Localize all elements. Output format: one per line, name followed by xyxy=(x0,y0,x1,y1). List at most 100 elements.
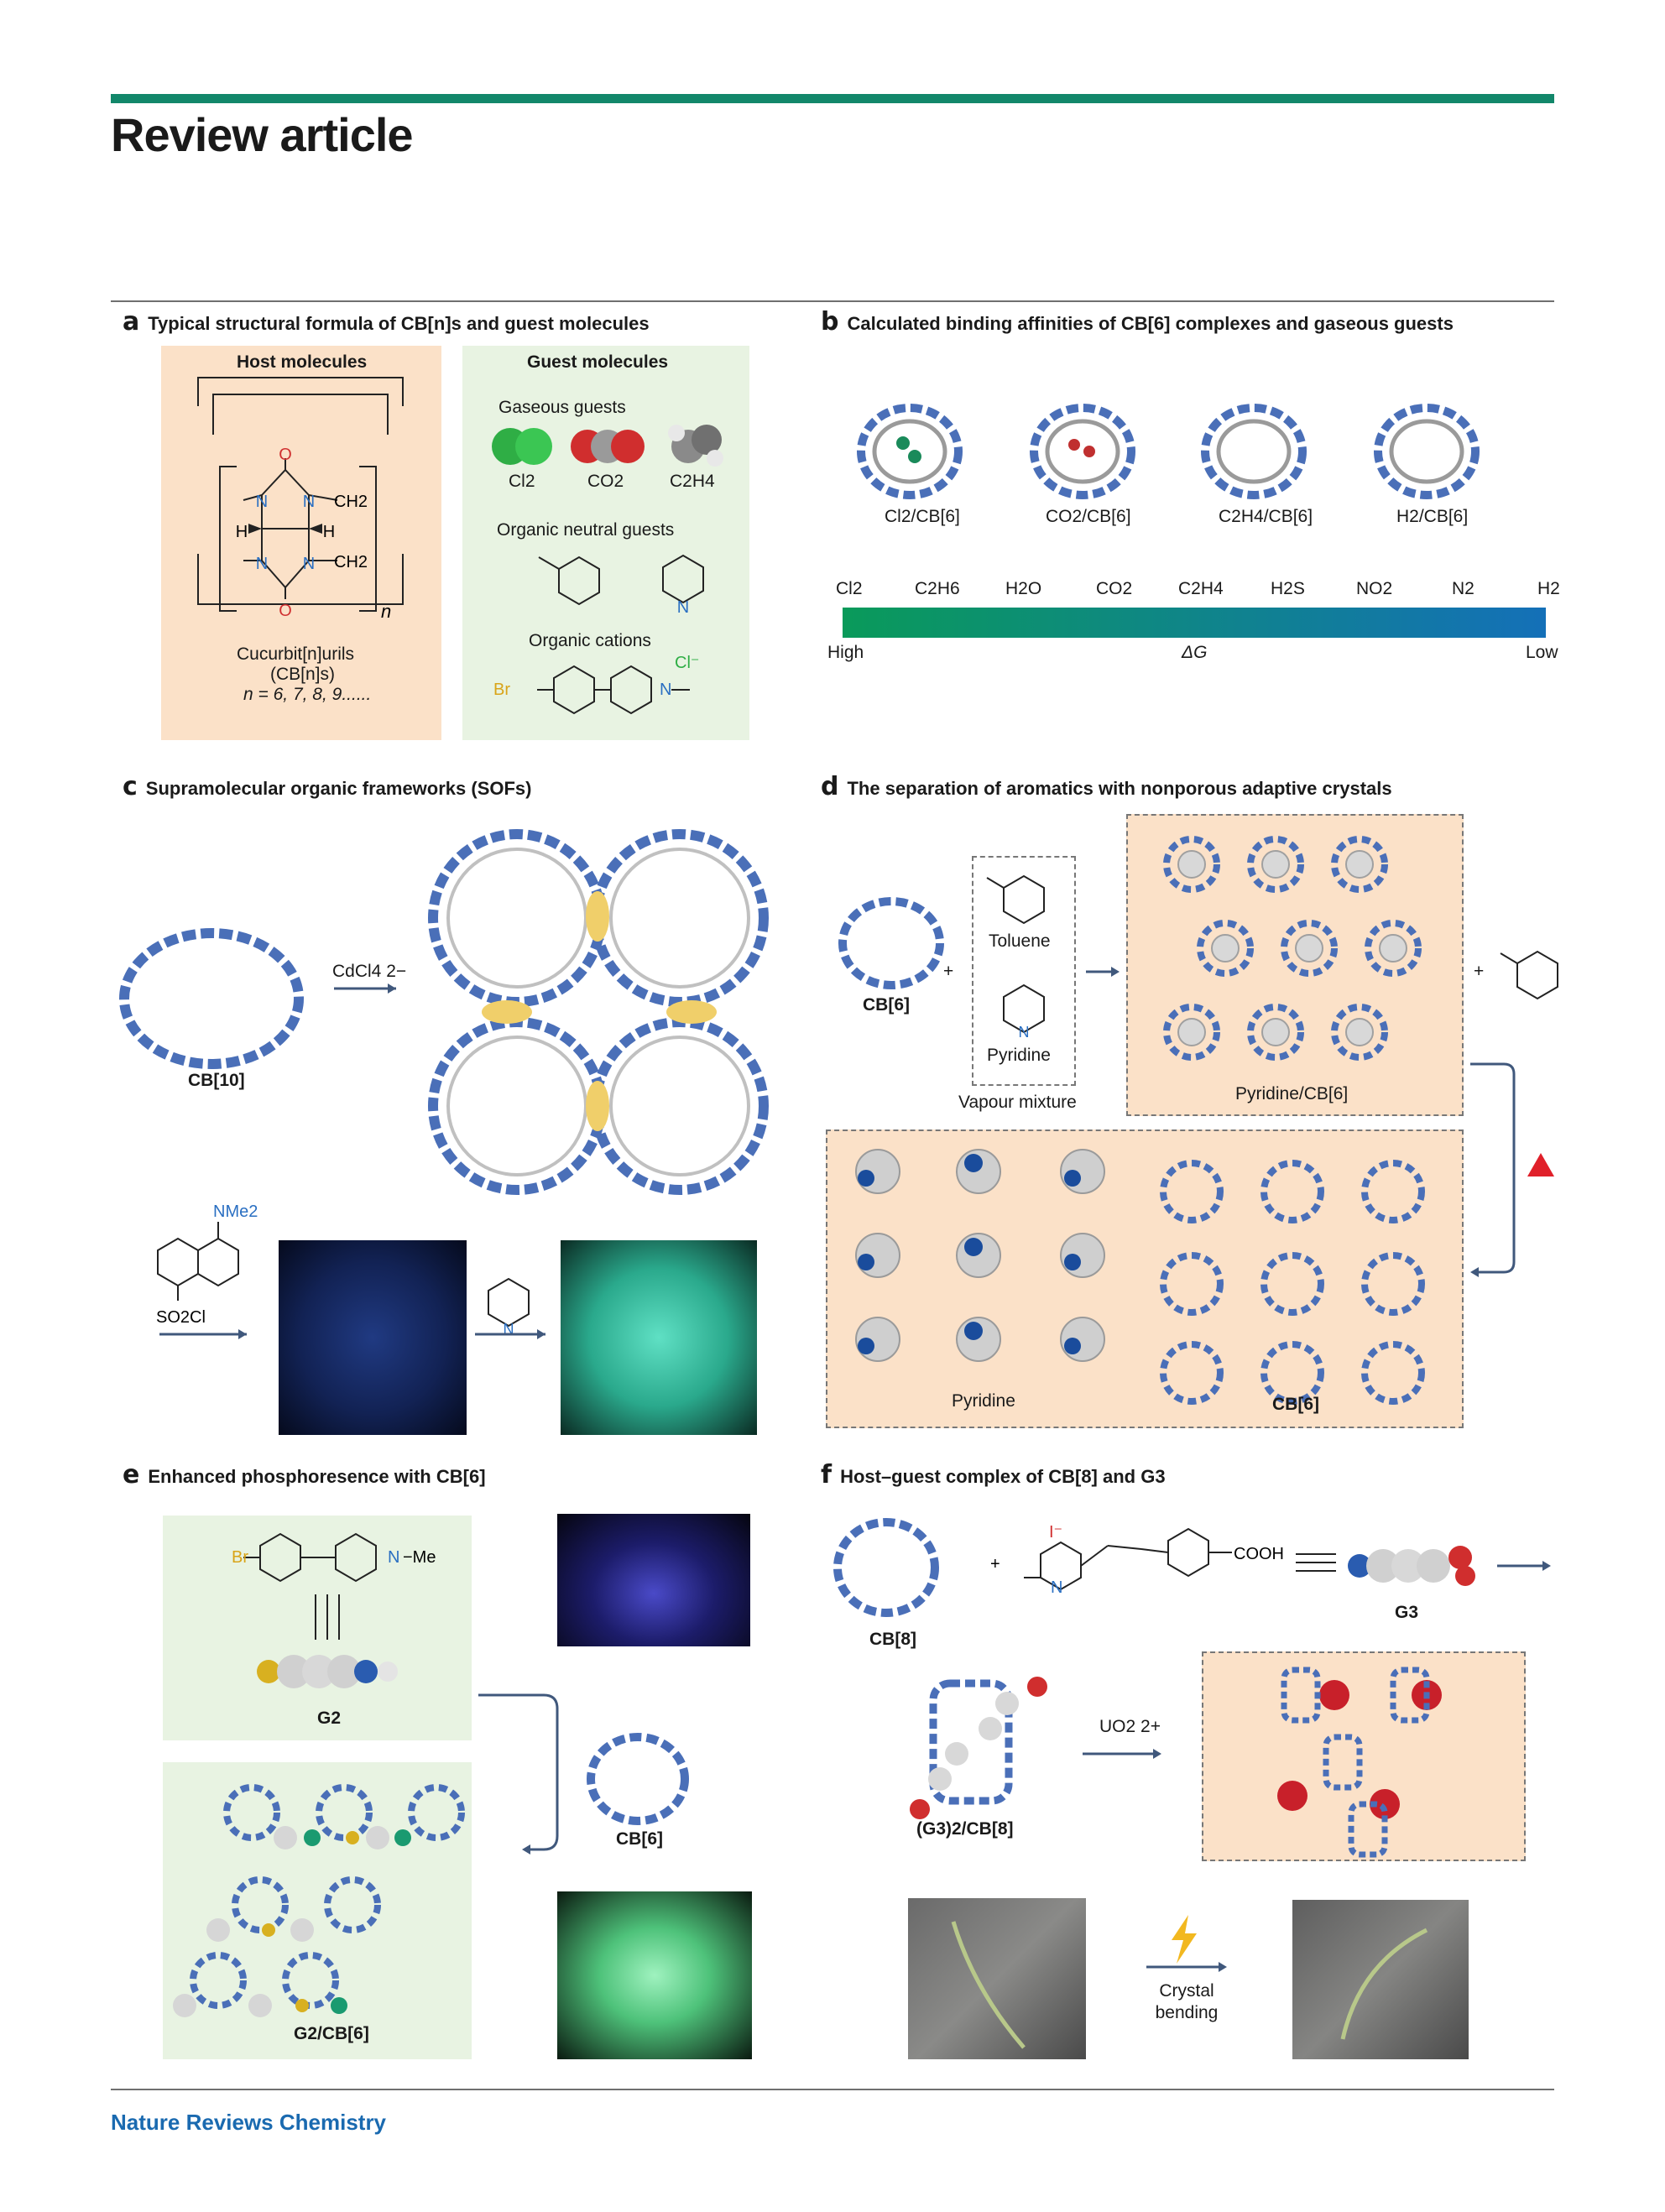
complex-label-cl2: Cl2/CB[6] xyxy=(885,507,960,526)
panel-b-letter: b xyxy=(821,307,839,336)
neutral-heading: Organic neutral guests xyxy=(497,520,675,540)
cdcl4-label: CdCl4 2− xyxy=(332,962,407,981)
cb8-label: CB[8] xyxy=(869,1630,916,1649)
atom-n-3: N xyxy=(256,555,268,573)
crystal-after-photo xyxy=(1292,1900,1469,2059)
g3-label: G3 xyxy=(1395,1603,1419,1622)
bottom-divider xyxy=(111,2089,1554,2090)
methyl-e: −Me xyxy=(403,1548,436,1567)
cb6-bottom-label: CB[6] xyxy=(1272,1395,1319,1414)
pyridinium-n-e: N xyxy=(388,1548,399,1567)
scale-delta-g: ΔG xyxy=(1182,643,1208,662)
host-name-line3: n = 6, 7, 8, 9...... xyxy=(243,685,372,704)
crystal-before-photo xyxy=(908,1898,1086,2059)
panel-c-title: c Supramolecular organic frameworks (SOFs… xyxy=(123,772,532,801)
atom-ch2-1: CH2 xyxy=(334,493,368,511)
dark-blue-powder-photo xyxy=(279,1240,467,1435)
scale-label-9: H2 xyxy=(1537,579,1560,598)
so2cl-label: SO2Cl xyxy=(156,1308,206,1327)
g3-2-cb8-label: (G3)2/CB[8] xyxy=(916,1819,1014,1839)
cooh-label: COOH xyxy=(1234,1545,1284,1563)
top-divider xyxy=(111,300,1554,302)
iodide-label: I⁻ xyxy=(1049,1523,1062,1542)
pyridine-cb6-label: Pyridine/CB[6] xyxy=(1235,1084,1349,1103)
panel-c-letter: c xyxy=(123,772,138,801)
pyridinium-n-atom: N xyxy=(660,681,671,699)
green-luminescent-powder-photo xyxy=(561,1240,757,1435)
complex-label-h2: H2/CB[6] xyxy=(1396,507,1469,526)
atom-h-2: H xyxy=(323,523,335,541)
atom-n-1: N xyxy=(256,493,268,511)
crystal-bending-label: Crystal bending xyxy=(1155,1981,1219,2022)
panel-b-title-text: Calculated binding affinities of CB[6] c… xyxy=(847,313,1454,334)
gas-label-3: C2H4 xyxy=(670,472,715,491)
scale-label-5: C2H4 xyxy=(1178,579,1224,598)
scale-label-2: C2H6 xyxy=(915,579,960,598)
atom-n-2: N xyxy=(303,493,315,511)
host-molecules-box xyxy=(161,346,441,740)
scale-high: High xyxy=(827,643,864,662)
journal-name: Nature Reviews Chemistry xyxy=(111,2110,387,2135)
separated-crystal-box xyxy=(826,1129,1464,1428)
nme2-label: NMe2 xyxy=(213,1203,258,1221)
scale-label-7: NO2 xyxy=(1356,579,1393,598)
blue-phosphor-photo xyxy=(557,1514,750,1646)
plus-d-2: + xyxy=(1474,962,1485,981)
gaseous-heading: Gaseous guests xyxy=(498,398,626,417)
g2-cb6-box xyxy=(163,1762,472,2059)
gas-label-2: CO2 xyxy=(587,472,624,491)
g2-cb6-label: G2/CB[6] xyxy=(294,2024,369,2043)
host-heading: Host molecules xyxy=(237,352,368,372)
vapour-mixture-box xyxy=(972,856,1076,1086)
br-atom-e: Br xyxy=(232,1548,248,1567)
panel-c-title-text: Supramolecular organic frameworks (SOFs) xyxy=(145,778,532,799)
atom-o-top: O xyxy=(279,446,292,464)
atom-o-bottom: O xyxy=(279,602,292,620)
pyridinium-n-f: N xyxy=(1051,1578,1062,1597)
cb6-label-e: CB[6] xyxy=(616,1829,663,1849)
atom-ch2-2: CH2 xyxy=(334,553,368,571)
pyridine-n-d: N xyxy=(1019,1024,1030,1041)
scale-label-6: H2S xyxy=(1271,579,1305,598)
complex-label-c2h4: C2H4/CB[6] xyxy=(1219,507,1313,526)
panel-e-letter: e xyxy=(123,1460,140,1489)
guest-heading: Guest molecules xyxy=(527,352,669,372)
cations-heading: Organic cations xyxy=(529,631,651,650)
uranyl-framework-box xyxy=(1202,1651,1526,1861)
gas-label-1: Cl2 xyxy=(509,472,535,491)
header-accent-bar xyxy=(111,94,1554,103)
plus-f: + xyxy=(990,1555,1000,1573)
chloride-ion: Cl⁻ xyxy=(675,654,699,672)
atom-n-4: N xyxy=(303,555,315,573)
scale-label-8: N2 xyxy=(1452,579,1474,598)
complex-label-co2: CO2/CB[6] xyxy=(1046,507,1131,526)
panel-d-letter: d xyxy=(821,772,839,801)
binding-affinity-gradient-bar xyxy=(843,608,1546,638)
scale-label-1: Cl2 xyxy=(836,579,863,598)
g2-label: G2 xyxy=(317,1709,342,1728)
vapour-mixture-label: Vapour mixture xyxy=(958,1093,1077,1112)
br-atom-a: Br xyxy=(493,681,510,699)
green-phosphor-photo xyxy=(557,1891,752,2059)
host-name-line1: Cucurbit[n]urils xyxy=(237,644,355,664)
pyridine-n-atom: N xyxy=(677,598,689,617)
cb6-label-d: CB[6] xyxy=(863,995,910,1015)
pyridine-bottom-label: Pyridine xyxy=(952,1391,1015,1411)
cb10-label: CB[10] xyxy=(188,1071,245,1090)
panel-a-letter: a xyxy=(123,307,140,336)
atom-h-1: H xyxy=(236,523,248,541)
g2-box xyxy=(163,1516,472,1740)
guest-molecules-box xyxy=(462,346,749,740)
panel-f-letter: f xyxy=(821,1460,832,1489)
atom-n-index: n xyxy=(381,601,391,622)
uo2-label: UO2 2+ xyxy=(1099,1717,1161,1736)
panel-b-title: b Calculated binding affinities of CB[6] … xyxy=(821,307,1454,336)
